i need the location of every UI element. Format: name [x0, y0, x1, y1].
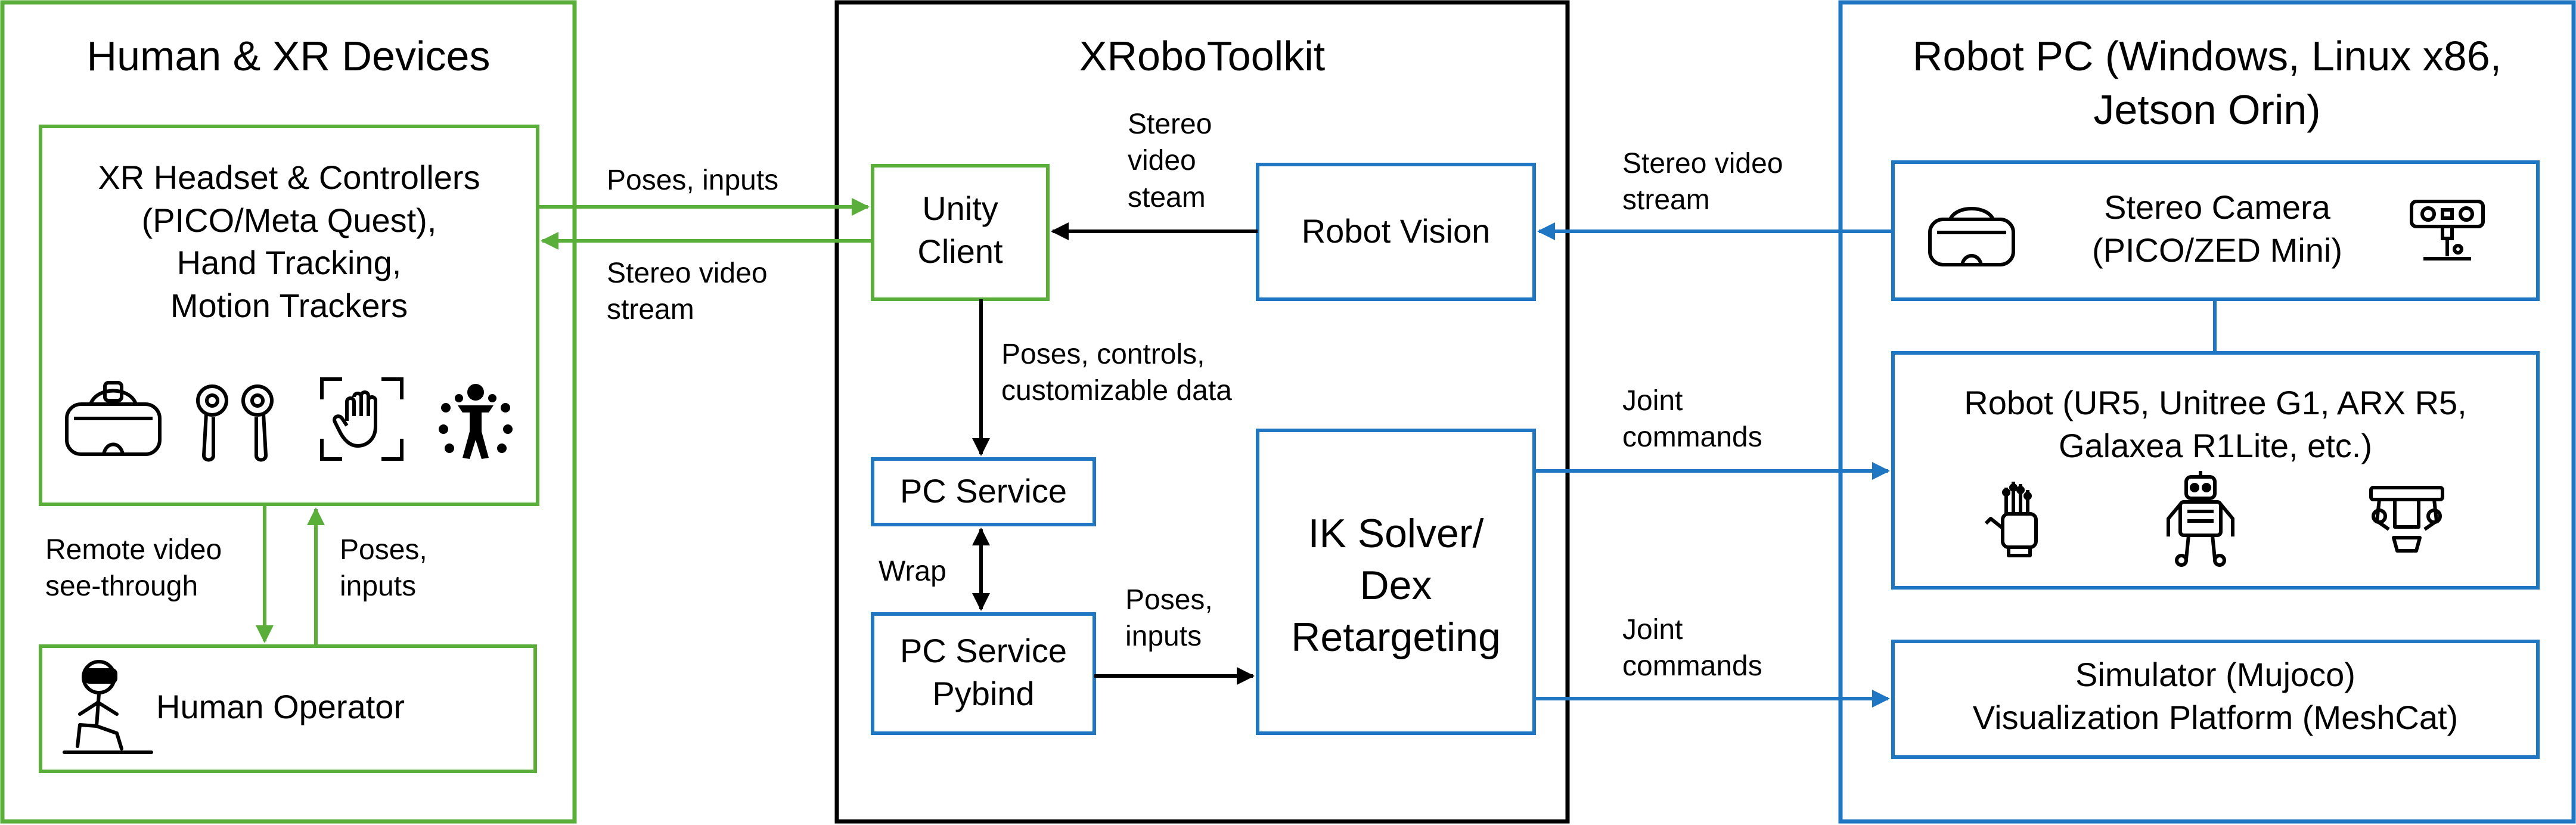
unity-client-line1: Unity — [922, 190, 998, 227]
stereo-camera-label: Stereo Camera (PICO/ZED Mini) — [2015, 186, 2420, 271]
edge-label-stereo-steam-line2: video — [1128, 145, 1196, 177]
motion-tracker-icon — [439, 384, 513, 459]
pc-service-pybind-box — [871, 612, 1096, 735]
edge-label-remote-video: Remote video see-through — [45, 532, 222, 605]
robot-pc-title-line1: Robot PC (Windows, Linux x86, — [1912, 33, 2502, 79]
stereo-camera-line1: Stereo Camera — [2104, 188, 2330, 226]
edge-label-joint-commands-2: Joint commands — [1622, 612, 1762, 685]
operator-icon — [63, 660, 153, 754]
vr-headset-icon — [65, 381, 162, 456]
simulator-label: Simulator (Mujoco) Visualization Platfor… — [1893, 653, 2538, 739]
human-xr-panel — [0, 0, 577, 824]
edge-label-joint-commands-2-line2: commands — [1622, 650, 1762, 683]
robot-pc-panel — [1838, 0, 2576, 824]
robot-line1: Robot (UR5, Unitree G1, ARX R5, — [1964, 384, 2467, 421]
gripper-icon — [2369, 486, 2444, 553]
pc-service-label: PC Service — [899, 472, 1067, 510]
edge-label-stereo-video-right: Stereo video stream — [1622, 145, 1783, 219]
simulator-box — [1891, 640, 2540, 759]
xrobotoolkit-panel-title: XRoboToolkit — [1079, 33, 1326, 79]
controllers-icon — [196, 384, 274, 462]
edge-label-stereo-steam-line3: steam — [1128, 181, 1206, 213]
human-xr-panel-title: Human & XR Devices — [86, 33, 491, 79]
robot-vision-label: Robot Vision — [1301, 212, 1491, 250]
pc-service-box — [871, 457, 1096, 526]
edge-label-stereo-video-left: Stereo video stream — [607, 255, 768, 328]
hand-tracking-icon — [320, 377, 404, 461]
edge-label-remote-video-line1: Remote video — [45, 534, 222, 566]
edge-label-poses-inputs-mid-line1: Poses, — [1125, 584, 1213, 616]
edge-label-poses-inputs-left-line2: inputs — [340, 570, 417, 603]
robot-line2: Galaxea R1Lite, etc.) — [2058, 426, 2373, 464]
unity-client-label: Unity Client — [873, 187, 1048, 272]
edge-label-remote-video-line2: see-through — [45, 570, 198, 603]
zed-camera-icon — [2410, 200, 2485, 260]
simulator-line1: Simulator (Mujoco) — [2075, 656, 2355, 693]
edge-label-stereo-steam-line1: Stereo — [1128, 108, 1212, 140]
ik-solver-label: IK Solver/ Dex Retargeting — [1258, 508, 1534, 663]
stereo-camera-line2: (PICO/ZED Mini) — [2092, 231, 2342, 269]
edge-label-poses-inputs-mid: Poses, inputs — [1125, 582, 1213, 655]
pc-service-pybind-label: PC Service Pybind — [873, 629, 1094, 715]
xr-headset-line2: (PICO/Meta Quest), — [141, 201, 437, 239]
edge-label-poses-inputs-left-line1: Poses, — [340, 534, 427, 566]
stereo-vr-headset-icon — [1928, 207, 2015, 266]
xr-headset-line1: XR Headset & Controllers — [98, 159, 480, 196]
xrobotoolkit-panel — [834, 0, 1570, 824]
edge-label-wrap: Wrap — [879, 556, 946, 587]
edge-label-poses-inputs-left: Poses, inputs — [340, 532, 427, 605]
edge-label-joint-commands-1-line2: commands — [1622, 421, 1762, 454]
dexterous-hand-icon — [1984, 482, 2038, 557]
edge-label-poses-inputs-top: Poses, inputs — [607, 165, 779, 196]
human-operator-box — [39, 644, 537, 773]
robot-pc-panel-title: Robot PC (Windows, Linux x86, Jetson Ori… — [1841, 30, 2574, 137]
edge-label-poses-controls-line1: Poses, controls, — [1001, 339, 1205, 370]
unity-client-box — [871, 164, 1050, 301]
edge-label-poses-controls: Poses, controls, customizable data — [1001, 336, 1232, 410]
ik-solver-line2: Dex — [1360, 563, 1432, 609]
edge-label-joint-commands-1-line1: Joint — [1622, 385, 1683, 417]
edge-label-joint-commands-2-line1: Joint — [1622, 614, 1683, 646]
pc-service-pybind-line1: PC Service — [899, 632, 1067, 669]
xr-headset-box — [39, 125, 539, 506]
edge-label-stereo-video-right-line2: stream — [1622, 184, 1710, 216]
pc-service-pybind-line2: Pybind — [932, 674, 1035, 712]
ik-solver-box — [1256, 429, 1536, 735]
xr-headset-line4: Motion Trackers — [170, 287, 408, 325]
edge-label-poses-inputs-mid-line2: inputs — [1125, 621, 1202, 653]
edge-label-stereo-video-right-line1: Stereo video — [1622, 148, 1783, 179]
xr-headset-label: XR Headset & Controllers (PICO/Meta Ques… — [41, 156, 538, 327]
xr-headset-line3: Hand Tracking, — [176, 244, 402, 282]
simulator-line2: Visualization Platform (MeshCat) — [1972, 698, 2459, 736]
human-operator-label: Human Operator — [156, 688, 405, 725]
humanoid-robot-icon — [2167, 471, 2234, 567]
ik-solver-line1: IK Solver/ — [1308, 511, 1484, 556]
edge-label-stereo-video-left-line2: stream — [607, 294, 694, 326]
edge-label-stereo-video-left-line1: Stereo video — [607, 258, 768, 289]
edge-label-joint-commands-1: Joint commands — [1622, 383, 1762, 456]
edge-label-poses-controls-line2: customizable data — [1001, 375, 1232, 407]
ik-solver-line3: Retargeting — [1291, 615, 1501, 660]
edge-label-stereo-steam: Stereo video steam — [1128, 106, 1212, 216]
robot-pc-title-line2: Jetson Orin) — [2093, 86, 2321, 133]
robot-label: Robot (UR5, Unitree G1, ARX R5, Galaxea … — [1893, 382, 2538, 467]
unity-client-line2: Client — [917, 232, 1003, 270]
